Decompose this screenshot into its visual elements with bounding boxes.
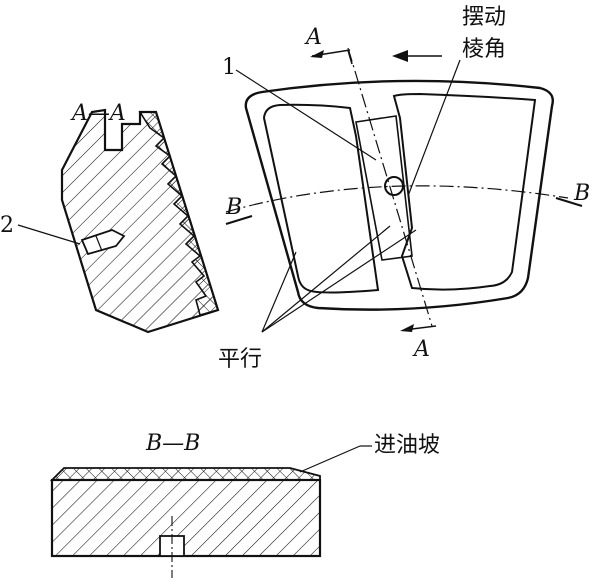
label-part-1: 1 xyxy=(222,55,236,80)
label-b-left: B xyxy=(225,195,242,220)
label-swing-line1: 摆动 xyxy=(462,5,506,30)
cut-line-aa xyxy=(347,47,433,327)
leader-parallel-a xyxy=(261,251,297,333)
section-aa-view: 2 A—A xyxy=(0,101,220,334)
pad-plan-view: B B A A 1 摆动 棱角 平行 xyxy=(218,5,590,372)
section-aa-body xyxy=(60,108,220,334)
center-land xyxy=(355,115,413,261)
label-a-bottom: A xyxy=(412,337,430,362)
pad-outline xyxy=(244,79,554,311)
leader-parallel-b xyxy=(261,225,391,333)
section-aa-title: A—A xyxy=(70,101,126,126)
leader-parallel-c xyxy=(261,229,417,333)
left-pocket xyxy=(262,103,380,294)
section-bb-title: B—B xyxy=(145,431,200,456)
label-swing-line2: 棱角 xyxy=(462,37,506,62)
leader-swing-edge xyxy=(407,59,461,197)
label-a-top: A xyxy=(304,25,322,50)
right-pocket xyxy=(392,92,537,291)
cut-line-bb xyxy=(225,185,569,213)
label-b-right: B xyxy=(573,181,590,206)
leader-2 xyxy=(17,224,81,245)
pin-2 xyxy=(80,229,126,256)
section-bb-body xyxy=(50,478,322,558)
label-oil-slope: 进油坡 xyxy=(374,433,440,458)
section-bb-view: B—B 进油坡 xyxy=(49,431,440,578)
leader-1 xyxy=(235,69,377,161)
label-part-2: 2 xyxy=(0,213,14,238)
section-bb-lining xyxy=(49,467,321,481)
leader-oil-slope xyxy=(299,445,361,473)
label-parallel: 平行 xyxy=(218,347,262,372)
section-aa-lining xyxy=(138,111,220,316)
